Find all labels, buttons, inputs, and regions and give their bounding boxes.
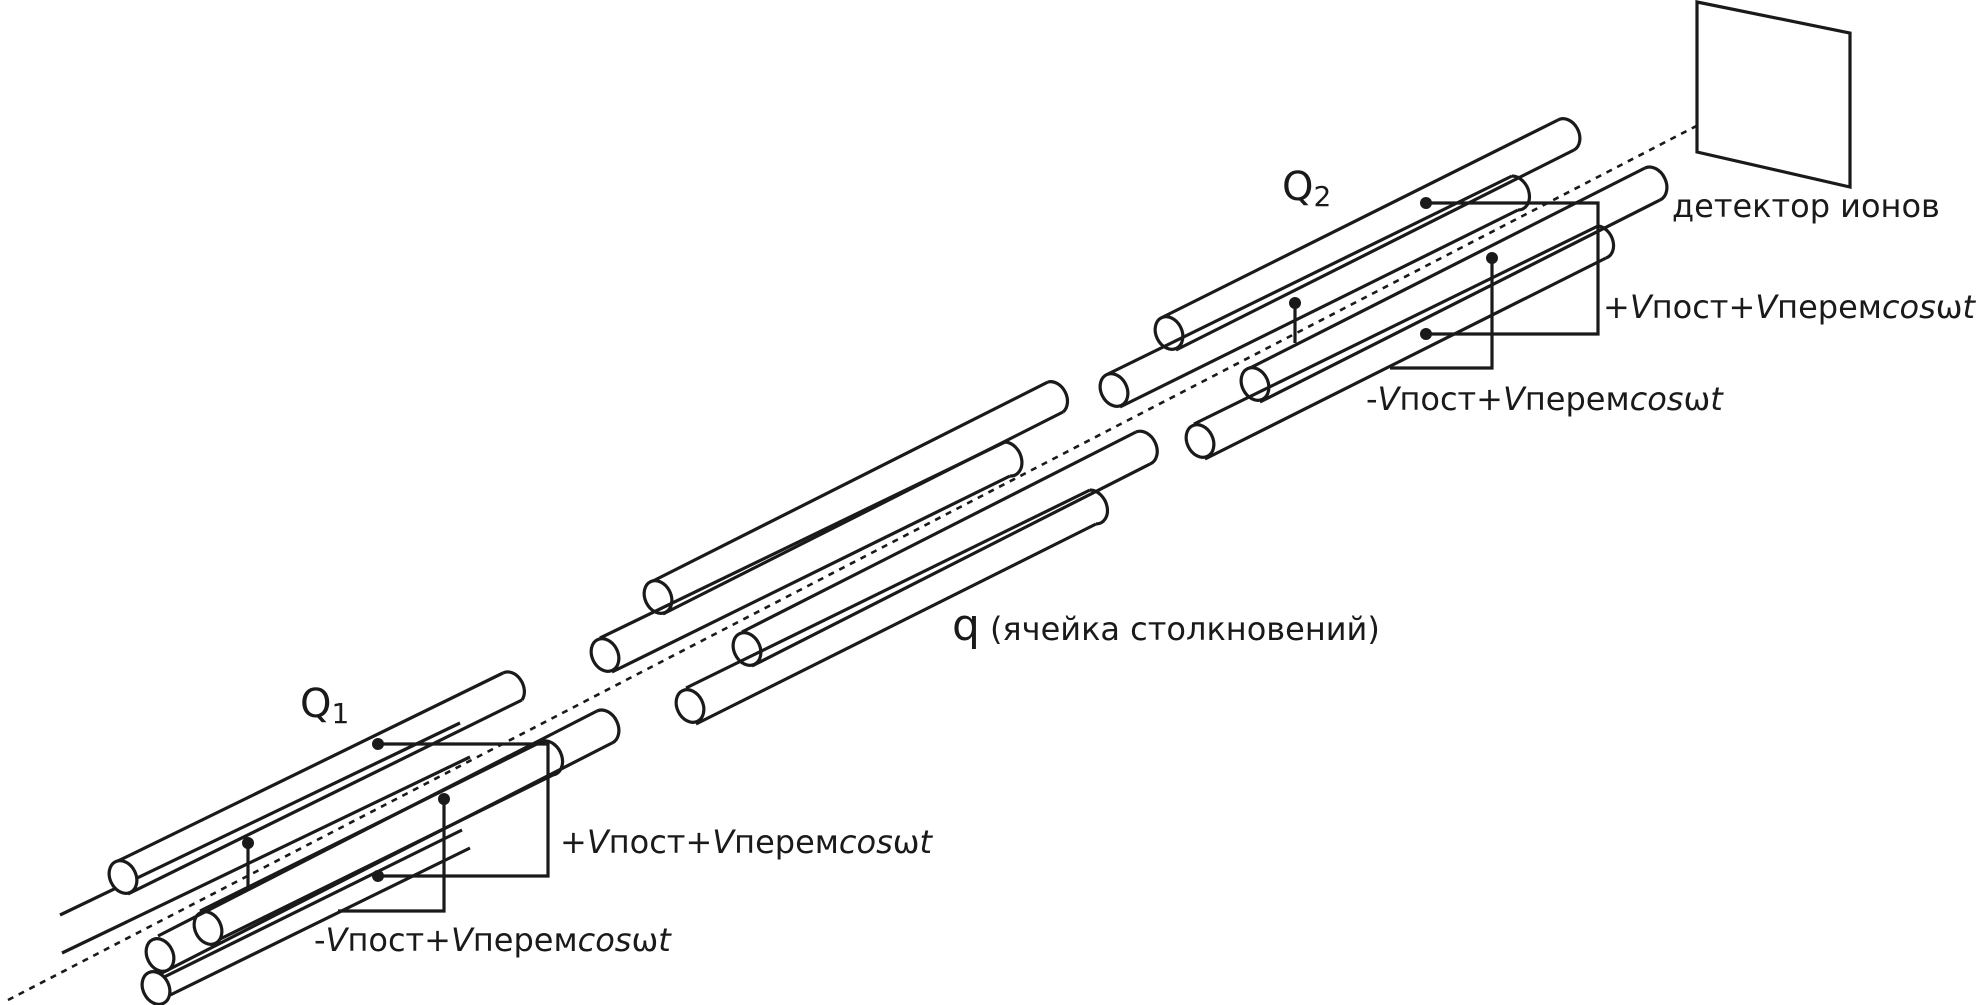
ion-detector-label: детектор ионов — [1672, 187, 1940, 225]
q2-contact-lower — [1420, 328, 1432, 340]
q-rod-right — [731, 429, 1159, 668]
q2-rod-upper — [1153, 117, 1582, 352]
q2-wiring — [1289, 197, 1600, 370]
q1-voltage-minus: -Vпост+Vперемcosωt — [314, 921, 672, 959]
ion-beam-axis — [7, 90, 1763, 1002]
ion-detector-plate — [1695, 0, 1852, 190]
q1-contact-upper — [372, 738, 384, 750]
q1-label: Q1 — [300, 681, 349, 730]
q-rod-lower — [674, 488, 1110, 726]
q1-rod-upper — [107, 670, 526, 896]
q1-contact-lower — [372, 870, 384, 882]
collision-cell-label: q(ячейка столкновений) — [952, 600, 1380, 651]
q2-contact-upper — [1420, 197, 1432, 209]
q1-wiring — [242, 738, 550, 913]
q1-contact-left — [242, 837, 254, 849]
q2-rod-right — [1239, 165, 1669, 404]
q2-rod-back — [1098, 174, 1532, 409]
q-rod-back — [589, 440, 1024, 674]
q2-label: Q2 — [1282, 164, 1331, 213]
q2-voltage-minus: -Vпост+Vперемcosωt — [1366, 380, 1724, 418]
q2-voltage-plus: +Vпост+Vперемcosωt — [1603, 288, 1977, 326]
q2-rod-lower — [1184, 224, 1616, 461]
q2-contact-left — [1289, 297, 1301, 309]
q1-voltage-plus: +Vпост+Vперемcosωt — [560, 823, 934, 861]
q2-contact-right — [1486, 252, 1498, 264]
q1-contact-right — [438, 793, 450, 805]
quadrupole-q2 — [1098, 117, 1669, 461]
collision-cell-q — [589, 380, 1159, 726]
q1-rod-lower — [144, 708, 621, 976]
quadrupole-q1 — [59, 670, 621, 1005]
q1-rod-front — [140, 828, 471, 1005]
